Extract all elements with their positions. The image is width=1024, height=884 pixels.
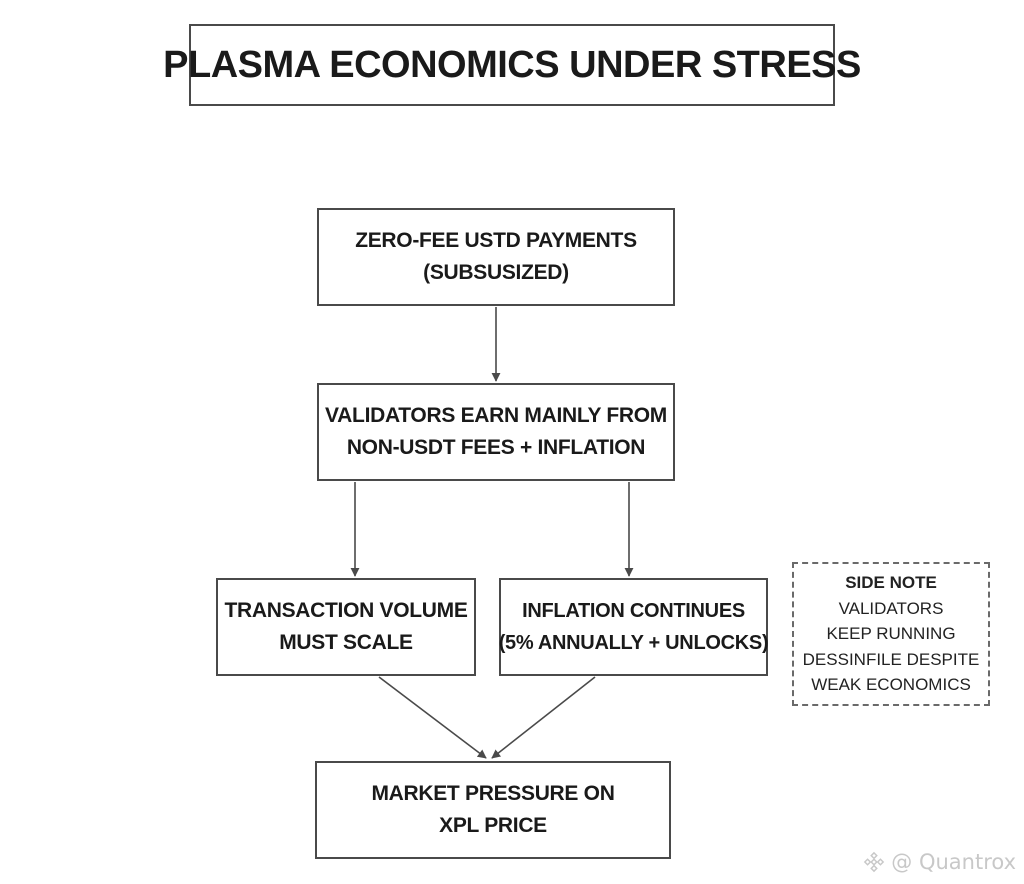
node-validators-line-2: NON-USDT FEES + INFLATION: [346, 436, 646, 459]
side-note-line-4: WEAK ECONOMICS: [811, 675, 971, 695]
node-zero-fee-line-1: ZERO-FEE USTD PAYMENTS: [355, 229, 637, 252]
side-note-line-2: KEEP RUNNING: [826, 624, 956, 644]
node-volume-line-2: MUST SCALE: [279, 631, 413, 654]
node-volume-line-1: TRANSACTION VOLUME: [224, 599, 468, 622]
diagram-title: PLASMA ECONOMICS UNDER STRESS: [163, 24, 861, 106]
arrow-volume-to-market: [378, 676, 487, 759]
arrow-inflation-to-market: [491, 676, 596, 759]
side-note-heading: SIDE NOTE: [845, 573, 937, 593]
node-validators-earn: VALIDATORS EARN MAINLY FROM NON-USDT FEE…: [317, 383, 675, 481]
watermark-text: @ Quantrox: [891, 850, 1016, 874]
node-inflation-continues: INFLATION CONTINUES (5% ANNUALLY + UNLOC…: [498, 578, 769, 676]
binance-diamond-icon: [864, 851, 885, 873]
node-inflation-line-1: INFLATION CONTINUES: [522, 600, 745, 622]
node-zero-fee-payments: ZERO-FEE USTD PAYMENTS (SUBSUSIZED): [317, 208, 675, 306]
watermark: @ Quantrox: [863, 850, 1016, 874]
node-validators-line-1: VALIDATORS EARN MAINLY FROM: [325, 404, 667, 427]
node-market-pressure: MARKET PRESSURE ON XPL PRICE: [315, 761, 671, 859]
node-market-line-2: XPL PRICE: [439, 814, 547, 837]
node-market-line-1: MARKET PRESSURE ON: [371, 782, 615, 805]
title-text: PLASMA ECONOMICS UNDER STRESS: [163, 43, 861, 86]
node-zero-fee-line-2: (SUBSUSIZED): [423, 261, 569, 284]
node-transaction-volume: TRANSACTION VOLUME MUST SCALE: [216, 578, 476, 676]
side-note: SIDE NOTE VALIDATORS KEEP RUNNING DESSIN…: [792, 562, 990, 706]
side-note-line-3: DESSINFILE DESPITE: [802, 649, 980, 669]
node-inflation-line-2: (5% ANNUALLY + UNLOCKS): [498, 632, 769, 654]
side-note-line-1: VALIDATORS: [838, 598, 944, 618]
